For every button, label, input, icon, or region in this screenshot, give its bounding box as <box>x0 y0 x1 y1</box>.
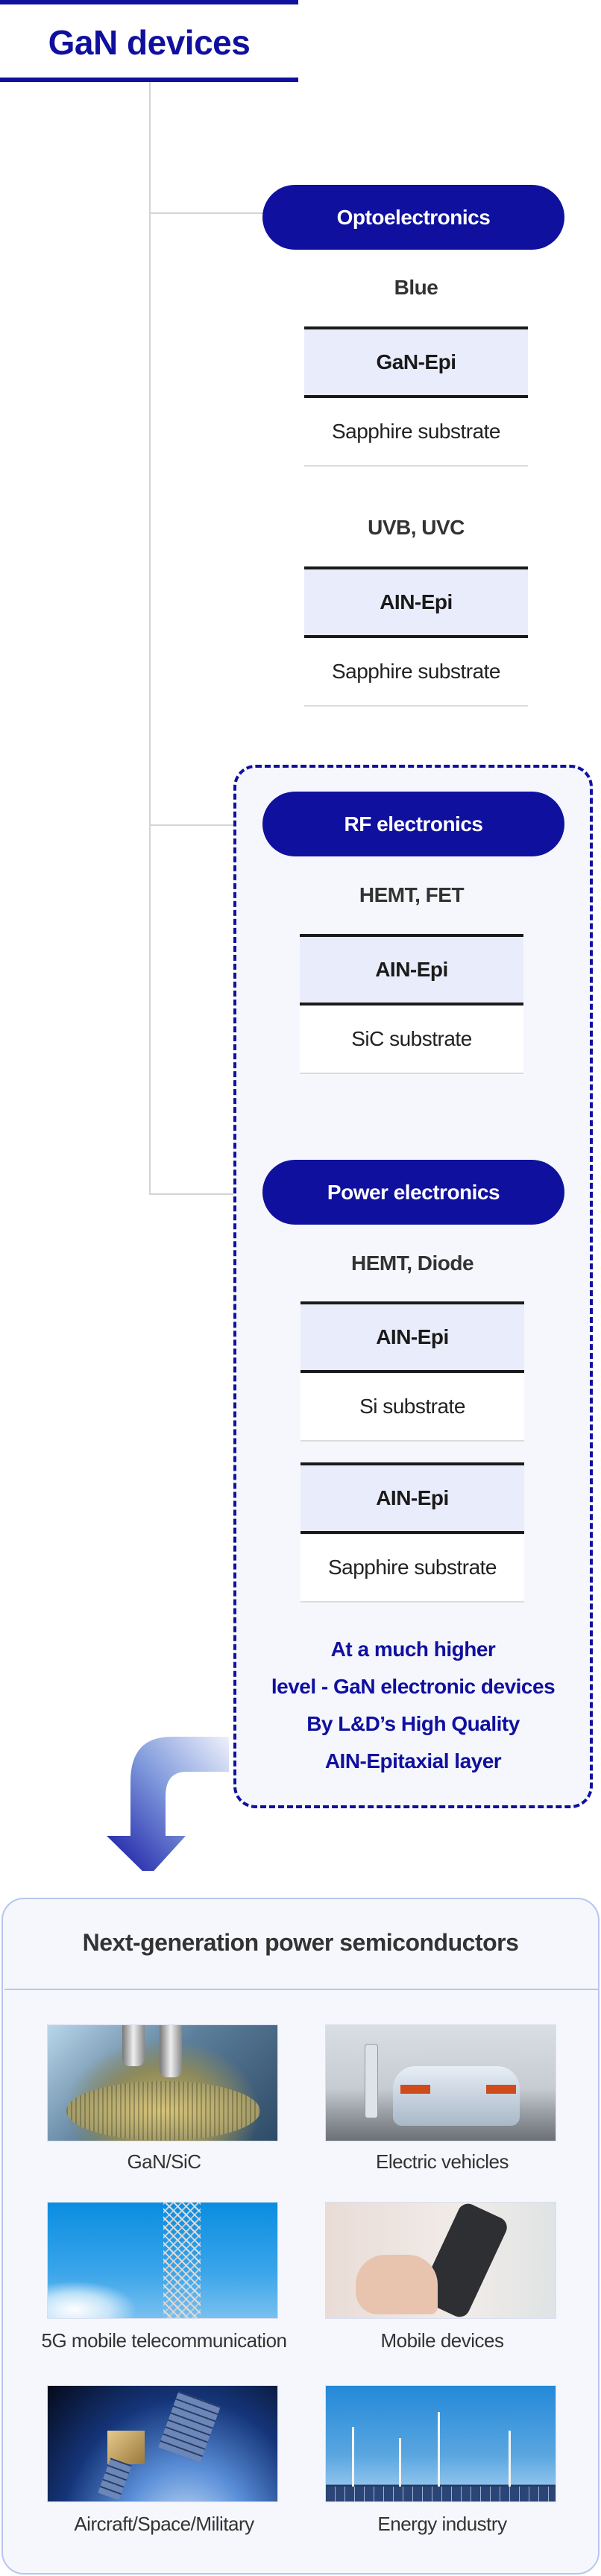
layer-stack: AIN-Epi Sapphire substrate <box>300 1462 524 1604</box>
category-pill-rf-electronics: RF electronics <box>262 792 564 856</box>
device-label: HEMT, FET <box>359 883 465 906</box>
application-label: GaN/SiC <box>127 2150 201 2173</box>
curved-down-arrow-icon <box>107 1737 229 1871</box>
substrate-layer: Sapphire substrate <box>304 638 528 707</box>
substrate-layer: SiC substrate <box>300 1006 523 1074</box>
wind-turbines-image <box>325 2385 556 2502</box>
application-label: Energy industry <box>377 2513 507 2535</box>
epi-layer: AIN-Epi <box>300 934 523 1006</box>
epi-layer: AIN-Epi <box>300 1462 524 1534</box>
substrate-layer: Si substrate <box>300 1373 524 1442</box>
category-pill-optoelectronics: Optoelectronics <box>262 185 564 250</box>
application-label: Aircraft/Space/Military <box>74 2513 254 2535</box>
layer-stack: AIN-Epi SiC substrate <box>300 934 523 1076</box>
page-title: GaN devices <box>48 23 251 62</box>
epi-layer: AIN-Epi <box>300 1301 524 1373</box>
highlight-line: AIN-Epitaxial layer <box>324 1749 502 1772</box>
tree-trunk-line <box>149 82 151 1195</box>
smartphone-image <box>325 2202 556 2319</box>
layer-stack: AIN-Epi Sapphire substrate <box>304 566 528 708</box>
device-label: Blue <box>394 276 438 299</box>
substrate-layer: Sapphire substrate <box>300 1534 524 1603</box>
title-bottom-rule <box>0 78 298 82</box>
highlight-line: At a much higher <box>330 1638 496 1661</box>
highlight-line: By L&D’s High Quality <box>306 1712 520 1735</box>
satellite-image <box>47 2385 278 2502</box>
branch-line-optoelectronics <box>149 212 265 214</box>
cell-tower-image <box>47 2202 278 2319</box>
highlight-statement: At a much higher level - GaN electronic … <box>233 1631 593 1780</box>
substrate-layer: Sapphire substrate <box>304 398 528 467</box>
device-label: HEMT, Diode <box>350 1251 474 1275</box>
branch-line-rf <box>149 824 265 826</box>
ev-charging-image <box>325 2024 556 2141</box>
wafer-microscope-image <box>47 2024 278 2141</box>
highlight-line: level - GaN electronic devices <box>271 1675 556 1698</box>
branch-line-power <box>149 1193 265 1195</box>
application-label: Mobile devices <box>380 2329 504 2352</box>
application-label: 5G mobile telecommunication <box>41 2329 288 2352</box>
card-divider <box>4 1989 598 1990</box>
layer-stack: AIN-Epi Si substrate <box>300 1301 524 1443</box>
title-top-rule <box>0 0 298 4</box>
epi-layer: AIN-Epi <box>304 566 528 638</box>
layer-stack: GaN-Epi Sapphire substrate <box>304 326 528 468</box>
epi-layer: GaN-Epi <box>304 326 528 398</box>
application-label: Electric vehicles <box>376 2150 509 2173</box>
device-label: UVB, UVC <box>368 516 465 539</box>
applications-title: Next-generation power semiconductors <box>82 1929 519 1956</box>
category-pill-power-electronics: Power electronics <box>262 1160 564 1225</box>
